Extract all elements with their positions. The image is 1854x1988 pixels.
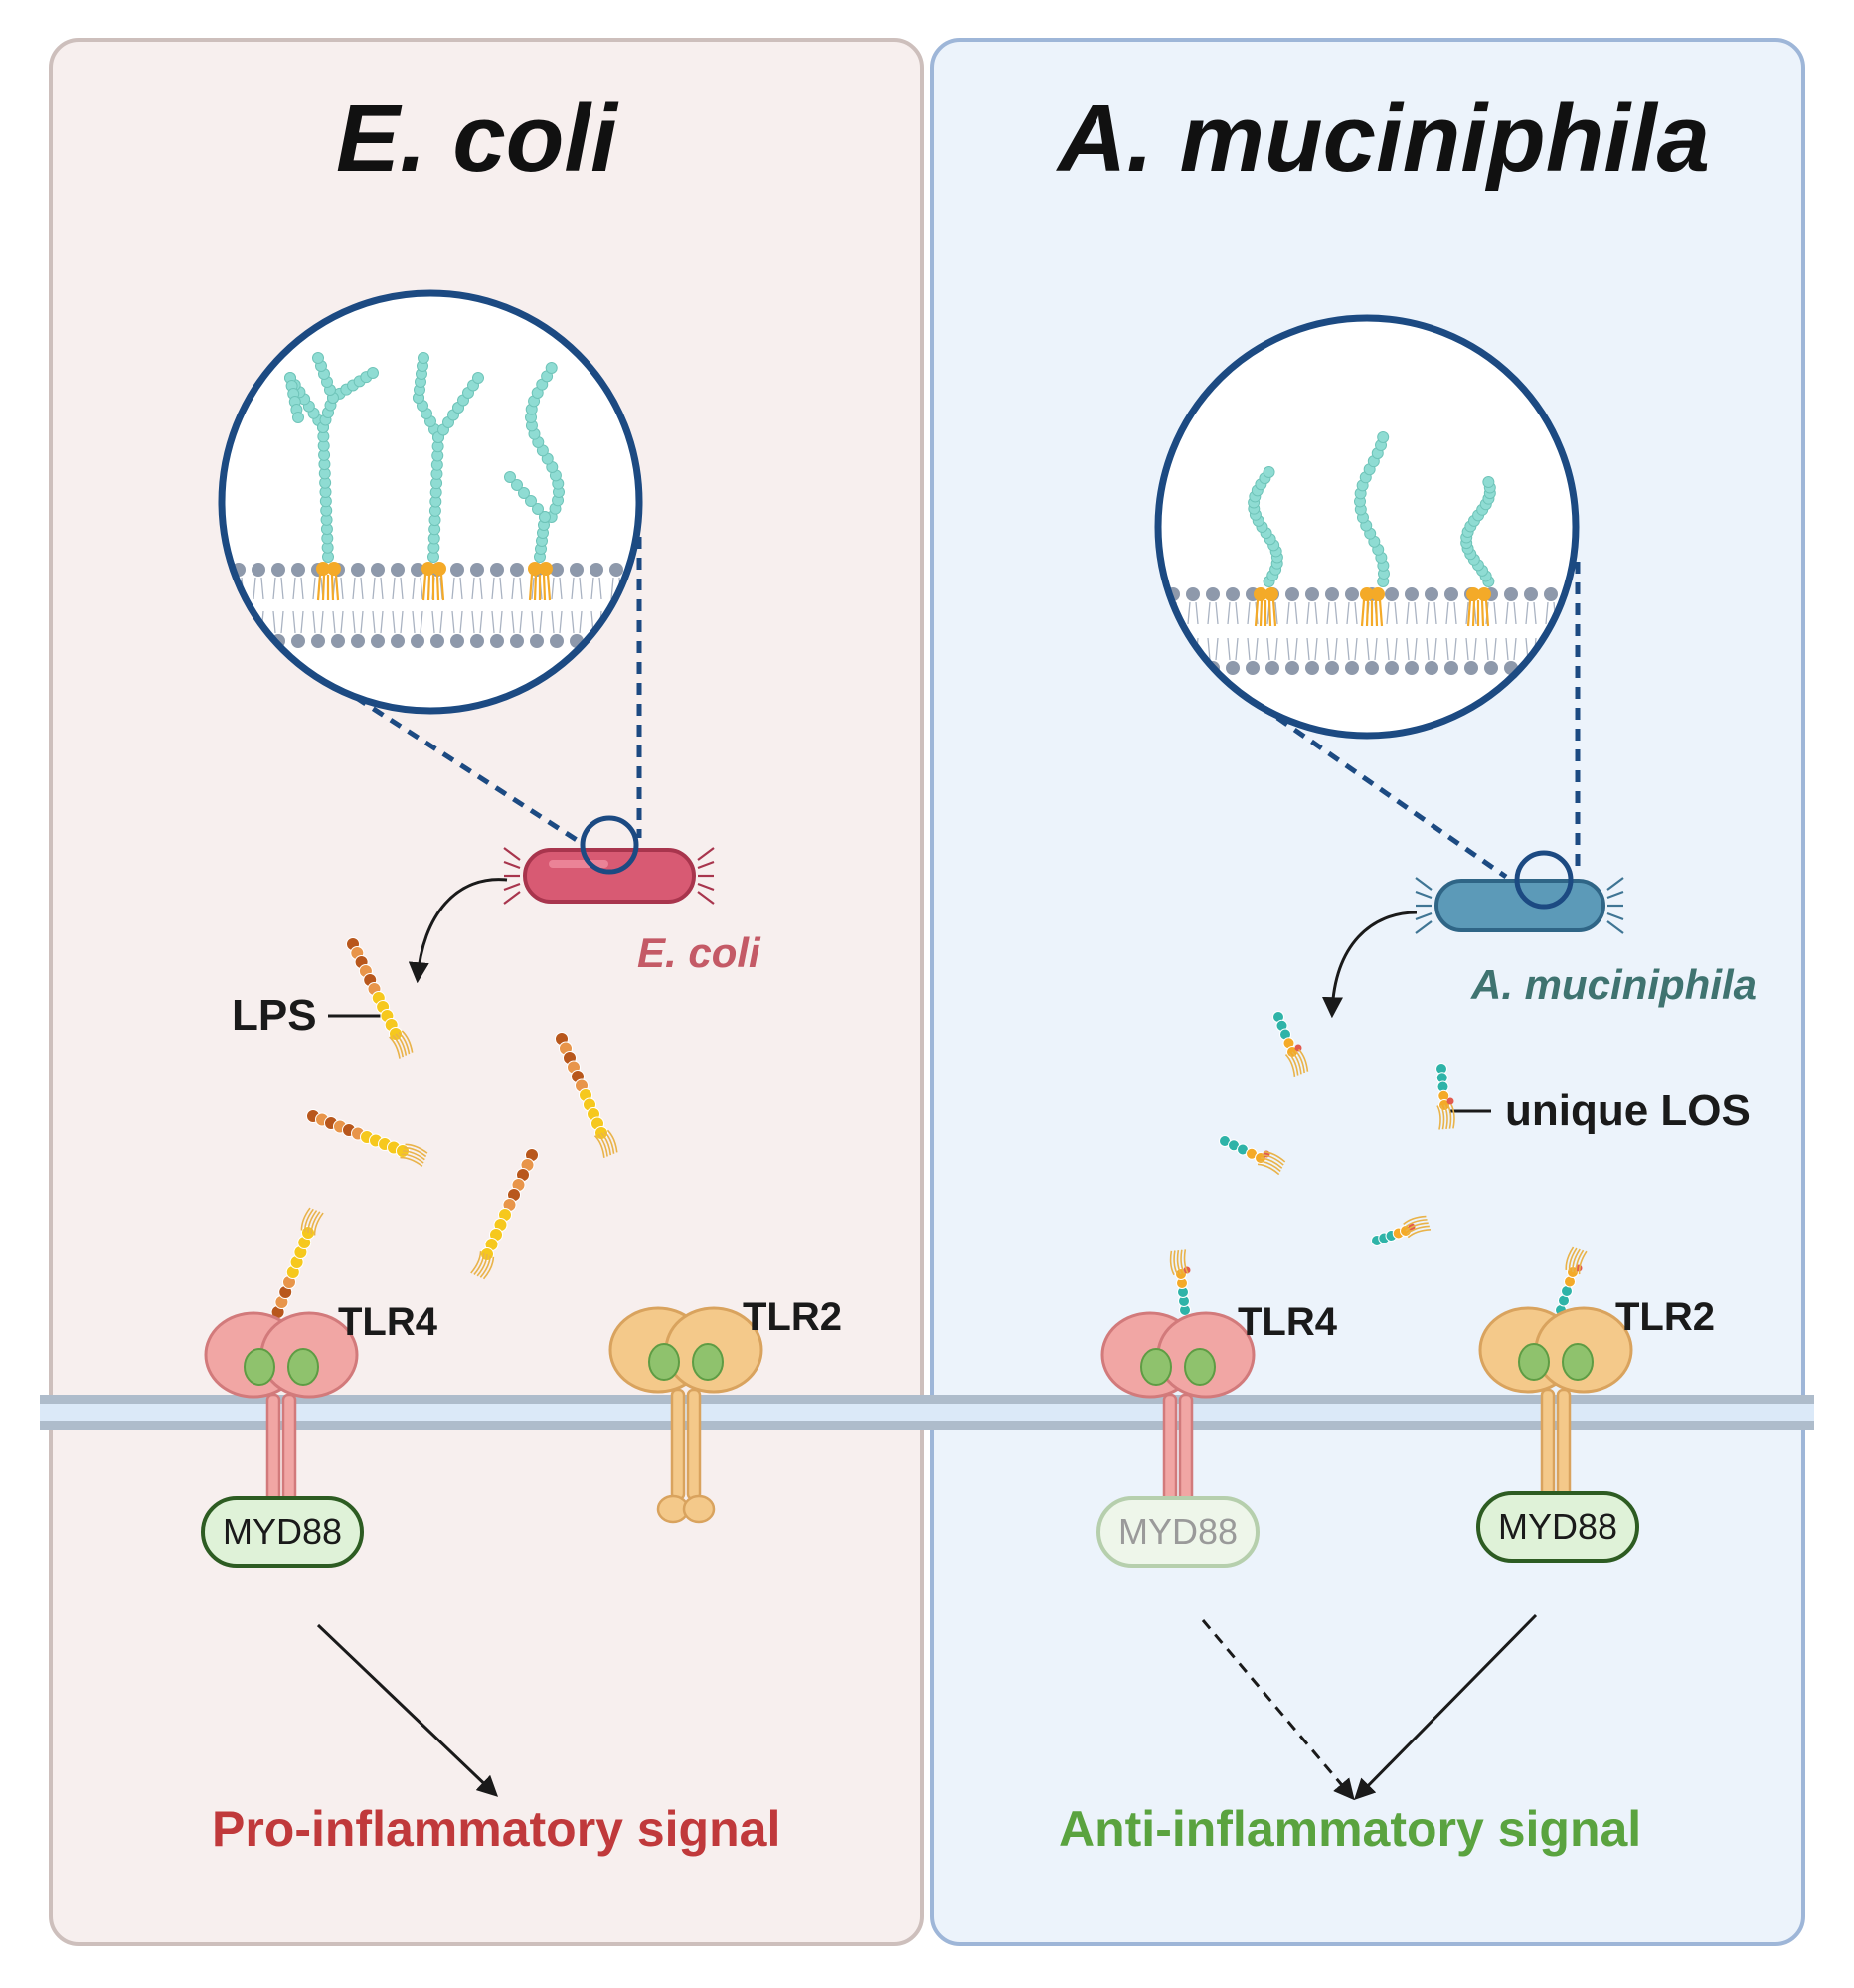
ecoli-tlr4-receptor <box>204 1311 359 1529</box>
ecoli-bacterium <box>503 815 715 905</box>
akkermansia-membrane-zoom <box>1154 314 1580 740</box>
lps-molecule-near-label <box>346 937 414 1059</box>
ecoli-tlr4-label: TLR4 <box>338 1300 437 1344</box>
ecoli-tlr2-label: TLR2 <box>743 1295 842 1339</box>
ecoli-zoom-marker <box>580 815 639 875</box>
lps-release-arrow <box>408 878 508 984</box>
los-molecule-near-label <box>1435 1063 1455 1130</box>
lps-molecule-upper-right <box>555 1032 618 1158</box>
akkermansia-tlr4-receptor <box>1100 1311 1256 1529</box>
ecoli-tlr2-receptor <box>608 1306 763 1524</box>
los-molecule-1 <box>1272 1011 1309 1077</box>
akkermansia-panel-title: A. muciniphila <box>1058 85 1711 192</box>
ecoli-myd88-adaptor: MYD88 <box>201 1496 364 1568</box>
akkermansia-tlr2-signal-arrow <box>1354 1613 1538 1800</box>
akkermansia-tlr2-label: TLR2 <box>1615 1295 1715 1339</box>
los-molecule-bound-tlr4 <box>1169 1249 1191 1316</box>
los-molecules <box>1169 1011 1588 1316</box>
akkermansia-tlr4-myd88-adaptor: MYD88 <box>1096 1496 1260 1568</box>
anti-inflammatory-signal-label: Anti-inflammatory signal <box>1059 1801 1642 1857</box>
akkermansia-tlr4-weak-signal-arrow <box>1201 1619 1355 1801</box>
los-label: unique LOS <box>1505 1086 1751 1135</box>
ecoli-panel-title: E. coli <box>336 85 617 192</box>
ecoli-membrane-zoom <box>218 289 643 715</box>
akkermansia-bacterium-label: A. muciniphila <box>1471 961 1758 1008</box>
akkermansia-tlr2-myd88-adaptor: MYD88 <box>1476 1491 1639 1563</box>
akkermansia-zoom-marker <box>1514 850 1574 910</box>
cell-membrane <box>40 1395 1814 1430</box>
akkermansia-tlr4-label: TLR4 <box>1238 1300 1337 1344</box>
lps-molecules <box>263 937 618 1339</box>
lps-molecule-horizontal <box>306 1109 428 1167</box>
akkermansia-los-membrane-detail <box>1166 431 1558 675</box>
lps-label: LPS <box>232 991 317 1040</box>
los-release-arrow <box>1321 911 1418 1019</box>
los-molecule-4 <box>1371 1215 1432 1246</box>
los-molecule-3 <box>1219 1135 1286 1176</box>
pro-inflammatory-signal-label: Pro-inflammatory signal <box>212 1801 781 1857</box>
akkermansia-bacterium <box>1415 850 1624 934</box>
ecoli-lps-membrane-detail <box>232 352 623 648</box>
ecoli-bacterium-label: E. coli <box>637 929 760 976</box>
zoom-guide-lines-right <box>1275 562 1581 880</box>
zoom-guide-lines-left <box>336 537 642 843</box>
toll-like-receptors <box>204 1306 1633 1529</box>
los-molecule-bound-tlr2 <box>1555 1246 1588 1316</box>
lps-molecule-center <box>470 1148 539 1280</box>
ecoli-tlr4-signal-arrow <box>316 1623 499 1797</box>
